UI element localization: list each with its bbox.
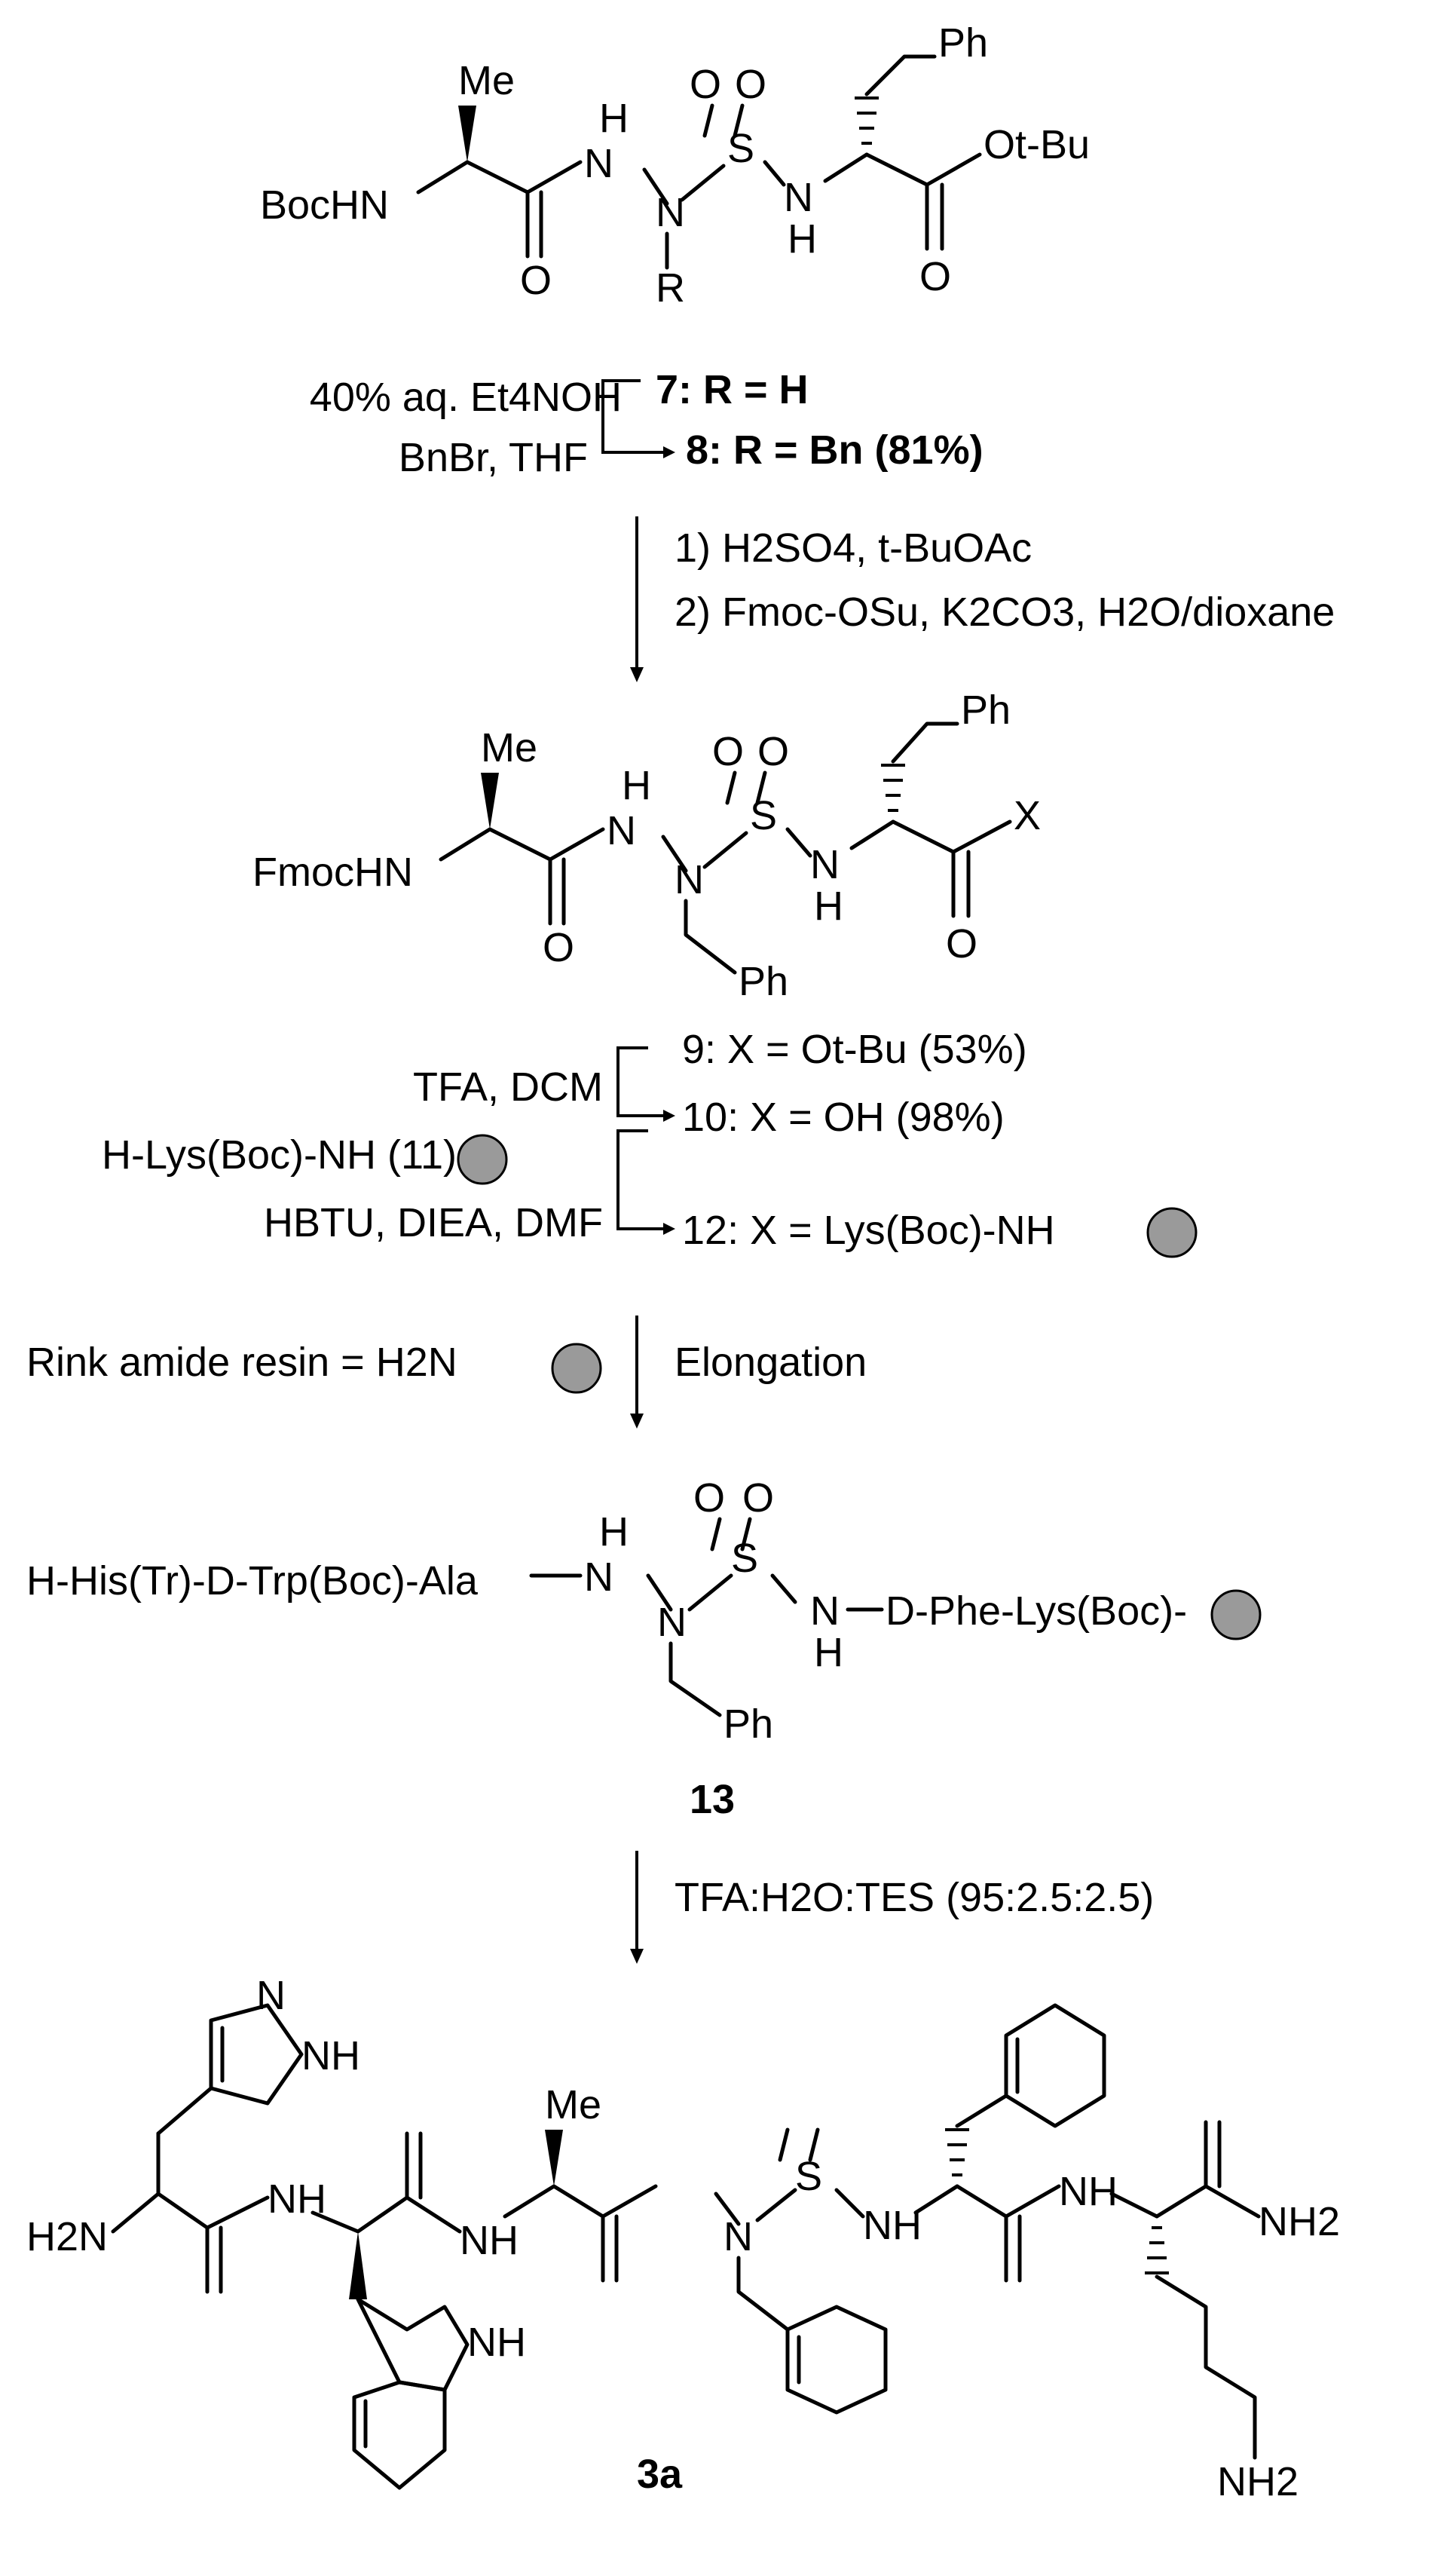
structure-middle: Me FmocHN H N N O Ph S O O N H Ph X O [252,688,1041,1004]
methyl-label-3a: Me [545,2082,601,2127]
step-5: TFA:H2O:TES (95:2.5:2.5) [630,1851,1154,1964]
amide-nh-label-1: NH [268,2176,326,2222]
step1-reagent-2: BnBr, THF [399,435,588,480]
structure-13: H-His(Tr)-D-Trp(Boc)-Ala N H N S O O N H… [26,1475,1262,1822]
structure13-nh-h: H [599,1509,629,1554]
rink-amide-label: Rink amide resin = H2N [26,1340,457,1385]
step-1: 40% aq. Et4NOH BnBr, THF 7: R = H 8: R =… [310,367,984,480]
compound-13-label: 13 [690,1777,735,1822]
bochn-label: BocHN [260,182,389,228]
structure-top: Me BocHN H N N O R S O O N H Ph Ot-Bu O [260,20,1090,311]
structure13-n3: N [810,1588,840,1634]
step2-line-1: 1) H2SO4, t-BuOAc [675,525,1032,571]
phenyl-label: Ph [938,20,988,66]
structure13-nh-n: N [584,1554,613,1600]
resin-bead-icon [551,1343,602,1394]
methyl-label-mid: Me [481,725,537,770]
sulfur-label: S [727,126,754,171]
step1-reagent-1: 40% aq. Et4NOH [310,375,622,420]
resin-bead-icon [1146,1207,1198,1258]
sulfur-label-mid: S [750,793,777,838]
amide-nh-label-2: NH [460,2218,519,2263]
step2-line-2: 2) Fmoc-OSu, K2CO3, H2O/dioxane [675,590,1335,635]
benzyl-ph-label: Ph [739,959,788,1004]
compound-9-label: 9: X = Ot-Bu (53%) [682,1027,1027,1072]
structure13-o1: O [693,1475,725,1521]
sulfonyl-o1-label-mid: O [712,729,744,774]
step-4: Rink amide resin = H2N Elongation [26,1316,867,1429]
lys-side-chain-nh2-label: NH2 [1217,2459,1299,2504]
structure13-left-chain: H-His(Tr)-D-Trp(Boc)-Ala [26,1558,479,1603]
compound-10-label: 10: X = OH (98%) [682,1095,1005,1140]
n-label-mid: N [675,857,704,902]
step3-reagent-c: HBTU, DIEA, DMF [264,1200,603,1245]
structure13-h-bottom: H [814,1630,843,1675]
carbonyl-o-label-mid-2: O [946,921,977,966]
step3-reagent-a: TFA, DCM [413,1064,603,1110]
sulfonyl-o1-label: O [690,62,721,107]
sulfamide-h-label: H [788,216,817,262]
n-label: N [656,190,685,235]
step5-conditions: TFA:H2O:TES (95:2.5:2.5) [675,1875,1154,1920]
ester-o-label: O [919,254,951,299]
structure13-ph: Ph [724,1702,773,1747]
imidazole-n-label: N [256,1973,286,2018]
structure-3a: H2N N N NH NH NH NH Me N S NH NH NH2 NH2… [26,1973,1340,2504]
nh-h-label-mid: H [622,763,651,808]
compound-3a-label: 3a [637,2452,683,2497]
step-3: TFA, DCM H-Lys(Boc)-NH (11) HBTU, DIEA, … [102,1027,1198,1258]
nh-h-label: H [599,96,629,141]
amide-nh-label-4: NH [1059,2169,1118,2214]
structure13-n: N [657,1600,687,1645]
nh-n-label: N [584,141,613,186]
h2n-label: H2N [26,2214,108,2259]
sulfonyl-o2-label: O [735,62,766,107]
amide-nh-label-3: NH [863,2203,922,2248]
step-2: 1) H2SO4, t-BuOAc 2) Fmoc-OSu, K2CO3, H2… [630,516,1335,682]
carbonyl-o-label: O [520,258,552,303]
structure13-right-chain: D-Phe-Lys(Boc)- [886,1588,1187,1634]
sulfonyl-o2-label-mid: O [757,729,789,774]
sulfamide-n-label: N [784,175,813,220]
x-label: X [1014,793,1041,838]
step3-reagent-b: H-Lys(Boc)-NH (11) [102,1132,457,1178]
elongation-label: Elongation [675,1340,867,1385]
compound-7-label: 7: R = H [656,367,809,412]
ester-label: Ot-Bu [984,122,1090,167]
sulfamide-n-label-mid: N [810,842,840,887]
compound-8-label: 8: R = Bn (81%) [686,427,984,473]
imidazole-nh-label: NH [301,2033,360,2078]
carbonyl-o-label-mid: O [543,925,574,970]
phenyl-label-mid: Ph [961,688,1011,733]
nh-n-label-mid: N [607,808,636,853]
fmochn-label: FmocHN [252,850,413,895]
aza-n-label: N [724,2214,753,2259]
structure13-sulfur: S [731,1536,758,1581]
resin-bead-icon [457,1134,508,1185]
sulfamide-h-label-mid: H [814,884,843,929]
sulfur-label-3a: S [795,2154,822,2199]
compound-12-label: 12: X = Lys(Boc)-NH [682,1208,1055,1253]
structure13-o2: O [742,1475,774,1521]
resin-bead-icon [1210,1589,1262,1640]
c-terminal-nh2-label: NH2 [1259,2199,1340,2244]
r-label: R [656,265,685,311]
methyl-label: Me [458,58,515,103]
indole-nh-label: NH [467,2320,526,2365]
